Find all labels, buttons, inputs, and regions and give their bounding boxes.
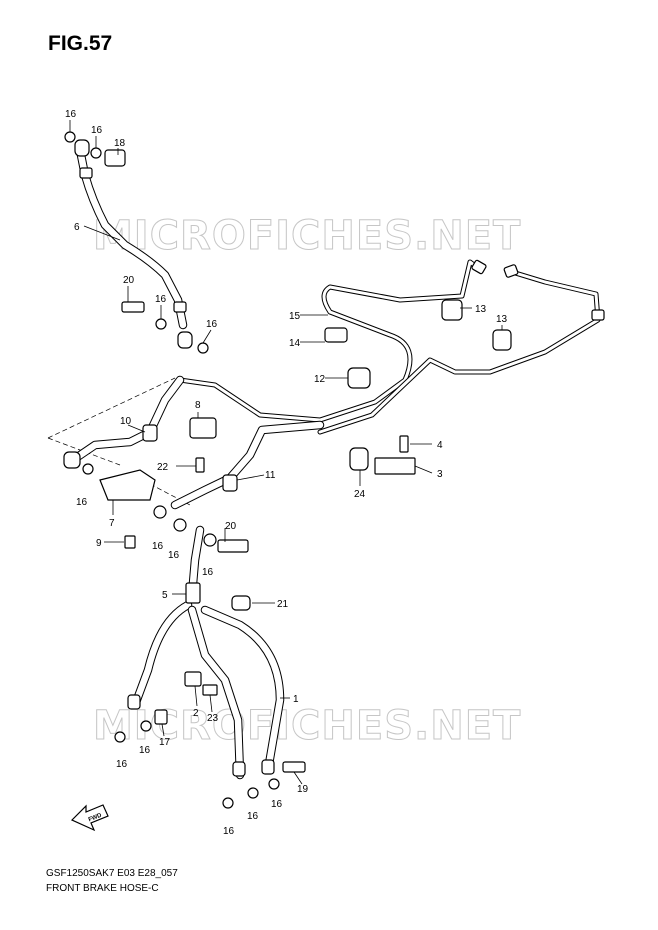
- label-19: 19: [297, 784, 309, 795]
- fwd-arrow-icon: FWD: [70, 804, 109, 832]
- label-16: 16: [139, 745, 151, 756]
- label-13: 13: [496, 314, 508, 325]
- label-9: 9: [96, 538, 102, 549]
- label-6: 6: [74, 222, 80, 233]
- label-24: 24: [354, 489, 366, 500]
- label-16: 16: [65, 109, 77, 120]
- brake-hose-upper: [74, 139, 193, 349]
- label-16: 16: [152, 541, 164, 552]
- label-5: 5: [162, 590, 168, 601]
- label-16: 16: [76, 497, 88, 508]
- label-16: 16: [247, 811, 259, 822]
- label-20: 20: [123, 275, 135, 286]
- label-11: 11: [265, 470, 276, 481]
- label-16: 16: [206, 319, 218, 330]
- label-8: 8: [195, 400, 201, 411]
- diagram-code: GSF1250SAK7 E03 E28_057: [46, 868, 178, 879]
- label-4: 4: [437, 440, 443, 451]
- brake-splitter: [99, 469, 156, 501]
- label-12: 12: [314, 374, 326, 385]
- brake-hose-middle: [63, 375, 325, 510]
- diagram-name: FRONT BRAKE HOSE-C: [46, 883, 159, 894]
- brake-hose-lower: [127, 525, 285, 780]
- label-18: 18: [114, 138, 126, 149]
- label-23: 23: [207, 713, 219, 724]
- part-labels: 16 16 18 6 20 16 16 15 14 13 13 12 8 10 …: [65, 109, 508, 837]
- label-16: 16: [223, 826, 235, 837]
- label-2: 2: [193, 708, 199, 719]
- label-17: 17: [159, 737, 171, 748]
- label-16: 16: [155, 294, 167, 305]
- label-15: 15: [289, 311, 301, 322]
- label-16: 16: [168, 550, 180, 561]
- watermark-top: MICROFICHES.NET: [92, 213, 522, 260]
- label-16: 16: [271, 799, 283, 810]
- leader-lines: [69, 120, 503, 785]
- label-16: 16: [202, 567, 214, 578]
- label-22: 22: [157, 462, 169, 473]
- label-3: 3: [437, 469, 443, 480]
- label-16: 16: [91, 125, 103, 136]
- brake-pipe-main: [177, 259, 605, 435]
- label-14: 14: [289, 338, 301, 349]
- label-20: 20: [225, 521, 237, 532]
- label-16: 16: [116, 759, 128, 770]
- reference-dashed-lines: [47, 377, 191, 506]
- label-21: 21: [277, 599, 289, 610]
- label-13: 13: [475, 304, 487, 315]
- fwd-label: FWD: [88, 812, 104, 823]
- label-7: 7: [109, 518, 115, 529]
- figure-title: FIG.57: [48, 32, 113, 55]
- label-1: 1: [293, 694, 299, 705]
- label-10: 10: [120, 416, 132, 427]
